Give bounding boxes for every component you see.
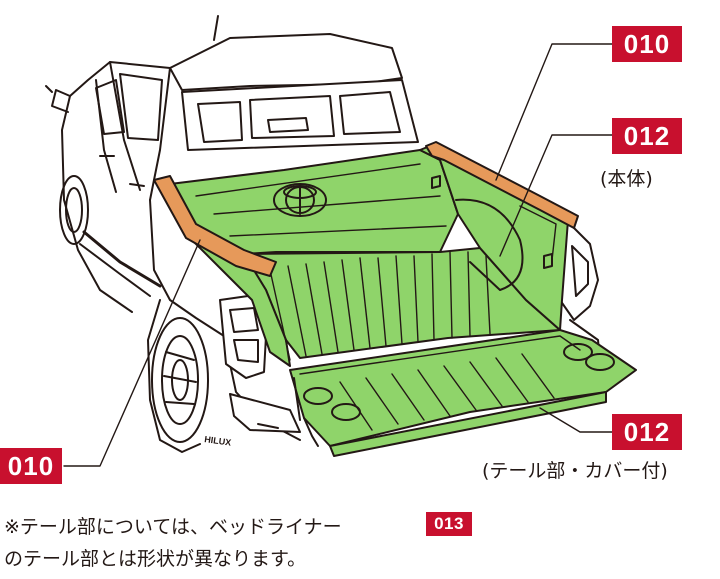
tailgate-liner: [289, 329, 637, 457]
truck-cab-outline: [45, 15, 419, 313]
label-012-body: 012: [612, 118, 682, 154]
truck-rear-body: [147, 199, 601, 453]
label-010-left: 010: [0, 448, 62, 484]
hilux-badge: HILUX: [204, 434, 232, 448]
caption-body: (本体): [600, 168, 653, 190]
label-010-top: 010: [612, 26, 682, 62]
bed-liner-main-body: [169, 145, 569, 367]
note-line-1: ※テール部については、ベッドライナー: [4, 516, 342, 538]
caption-tail: (テール部・カバー付): [482, 460, 668, 482]
label-012-tail: 012: [612, 414, 682, 450]
note-label-013: 013: [426, 512, 472, 536]
side-rail-caps: [153, 141, 579, 277]
note-line-2: のテール部とは形状が異なります。: [4, 548, 307, 570]
leader-lines: [63, 43, 613, 467]
